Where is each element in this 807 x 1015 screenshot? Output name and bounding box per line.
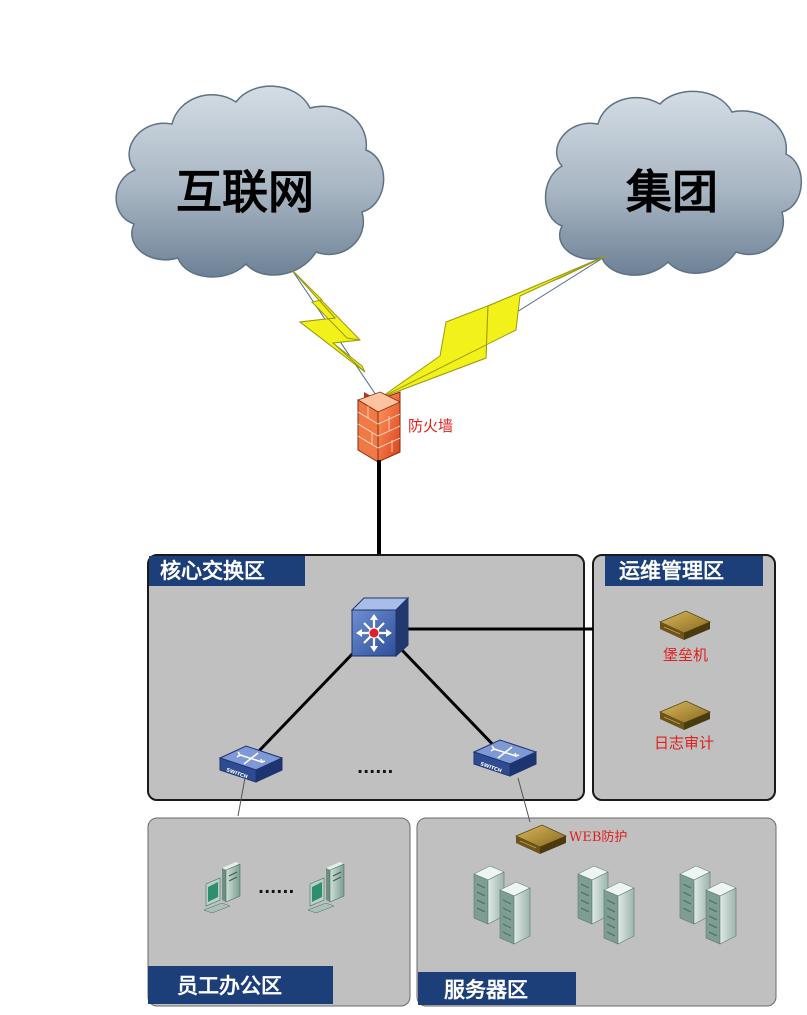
core-to-server-switch-line bbox=[398, 646, 502, 754]
core-switch-icon bbox=[350, 596, 410, 658]
internet-cloud-label: 互联网 bbox=[176, 165, 314, 219]
server-pair-icon bbox=[577, 865, 635, 945]
office-pc-icon bbox=[203, 862, 241, 914]
server-pair-icon bbox=[679, 865, 737, 945]
bastion-host-label: 堡垒机 bbox=[663, 646, 708, 664]
core-zone-ellipsis: ...... bbox=[357, 758, 393, 777]
group-cloud: 集团 bbox=[544, 90, 802, 276]
office-switch-drop-line bbox=[237, 777, 246, 817]
office-zone-title: 员工办公区 bbox=[177, 974, 282, 998]
server-zone-title: 服务器区 bbox=[444, 978, 528, 1002]
firewall-icon bbox=[357, 391, 401, 463]
internet-cloud: 互联网 bbox=[115, 85, 385, 278]
ops-zone-title: 运维管理区 bbox=[619, 559, 724, 583]
office-pc-icon bbox=[307, 862, 345, 914]
office-zone: 员工办公区 bbox=[147, 817, 411, 1007]
server-switch-drop-line bbox=[517, 777, 531, 823]
core-to-office-switch-line bbox=[256, 646, 360, 754]
server-pair-icon bbox=[473, 865, 531, 945]
group-link-lightning-icon bbox=[379, 255, 607, 399]
web-protection-label: WEB防护 bbox=[569, 829, 627, 845]
office-ellipsis: ...... bbox=[258, 878, 294, 897]
ops-zone: 运维管理区 bbox=[592, 554, 776, 801]
bastion-host-icon bbox=[659, 610, 711, 640]
office-access-switch-icon: SWITCH bbox=[218, 745, 284, 783]
core-zone-title: 核心交换区 bbox=[160, 559, 265, 583]
log-audit-icon bbox=[659, 700, 711, 730]
web-protection-icon bbox=[515, 824, 567, 854]
firewall-label: 防火墙 bbox=[408, 417, 453, 435]
group-cloud-label: 集团 bbox=[625, 165, 718, 219]
log-audit-label: 日志审计 bbox=[654, 734, 714, 752]
server-access-switch-icon: SWITCH bbox=[472, 739, 538, 777]
core-zone: 核心交换区 bbox=[147, 554, 585, 801]
internet-link-lightning-icon bbox=[291, 269, 379, 399]
